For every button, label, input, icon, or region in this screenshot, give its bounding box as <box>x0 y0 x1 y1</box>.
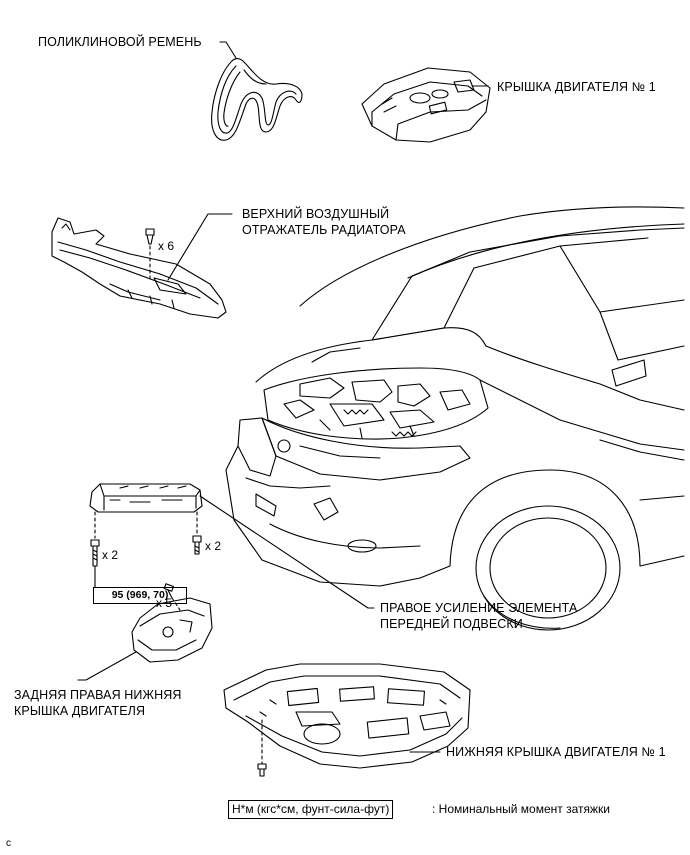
label-under-cover-no1: НИЖНЯЯ КРЫШКА ДВИГАТЕЛЯ № 1 <box>446 745 666 759</box>
label-deflector-line2: ОТРАЖАТЕЛЬ РАДИАТОРА <box>242 223 406 237</box>
bolt-right-icon <box>192 535 202 555</box>
under-cover-no1-drawing <box>223 663 471 769</box>
legend-description: : Номинальный момент затяжки <box>432 802 610 816</box>
torque-spec-box: 95 (969, 70) <box>93 587 187 604</box>
deflector-clip-icon <box>145 228 155 245</box>
label-engine-cover-no1: КРЫШКА ДВИГАТЕЛЯ № 1 <box>497 80 656 94</box>
deflector-leader <box>167 213 233 281</box>
under-cover-bolt-icon <box>257 763 267 777</box>
rear-cover-clip-dashline <box>171 597 181 611</box>
count-brace-bolts-left: x 2 <box>102 548 119 562</box>
rear-cover-leader <box>77 651 137 681</box>
brace-leader <box>199 495 375 609</box>
count-brace-bolts-right: x 2 <box>205 539 222 553</box>
label-deflector-line1: ВЕРХНИЙ ВОЗДУШНЫЙ <box>242 207 390 221</box>
v-belt-leader <box>219 41 237 59</box>
v-ribbed-belt-drawing <box>211 58 303 141</box>
suspension-brace-drawing <box>89 483 203 513</box>
label-v-ribbed-belt: ПОЛИКЛИНОВОЙ РЕМЕНЬ <box>38 35 202 49</box>
corner-mark: c <box>6 838 11 849</box>
label-rear-cover-line2: КРЫШКА ДВИГАТЕЛЯ <box>14 704 146 718</box>
label-brace-line1: ПРАВОЕ УСИЛЕНИЕ ЭЛЕМЕНТА <box>380 601 578 615</box>
vehicle-front-drawing <box>225 206 685 631</box>
label-brace-line2: ПЕРЕДНЕЙ ПОДВЕСКИ <box>380 617 523 631</box>
rear-rh-under-cover-drawing <box>131 597 213 663</box>
radiator-deflector-drawing <box>51 217 227 319</box>
count-deflector-clips: x 6 <box>158 239 175 253</box>
engine-cover-no1-drawing <box>361 67 491 143</box>
label-rear-cover-line1: ЗАДНЯЯ ПРАВАЯ НИЖНЯЯ <box>14 688 182 702</box>
bolt-left-icon <box>90 539 100 567</box>
legend-units-box: Н*м (кгс*см, фунт-сила-фут) <box>228 800 394 819</box>
